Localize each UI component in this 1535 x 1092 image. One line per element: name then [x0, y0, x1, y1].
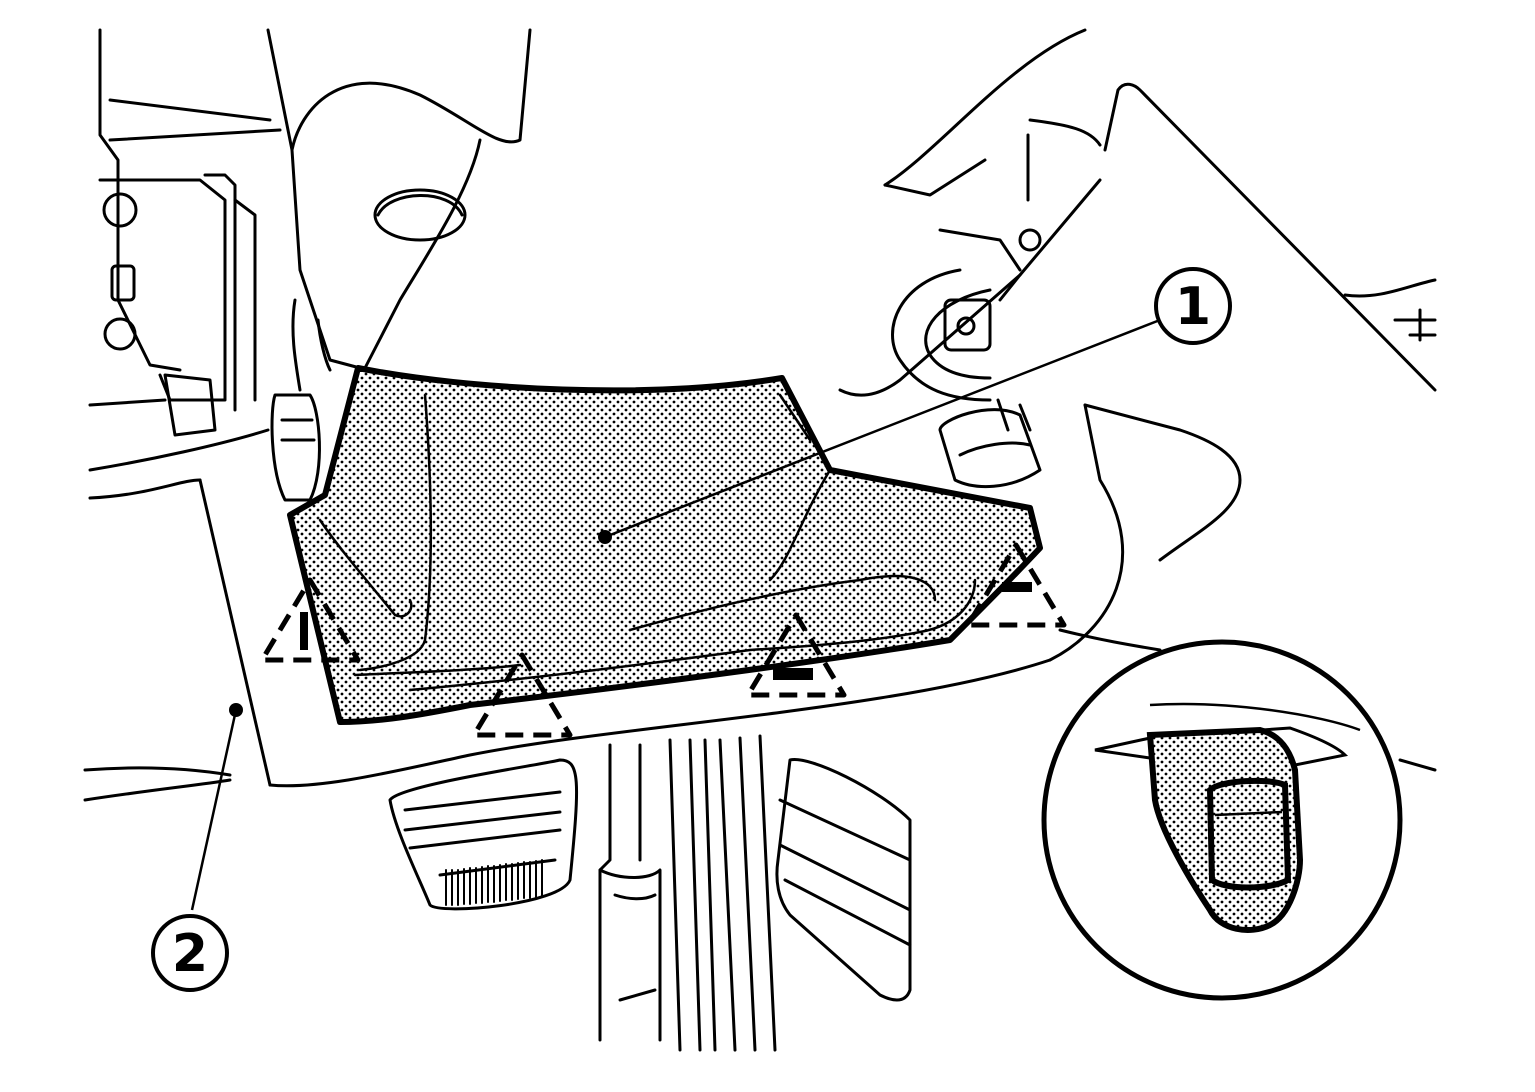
right-hose — [891, 268, 1042, 489]
steering-column-housing — [266, 28, 532, 370]
left-connector — [270, 298, 332, 502]
pedal-grip — [445, 859, 543, 906]
dashed-triangle-icon — [965, 542, 1067, 628]
leader-dot-1 — [598, 530, 612, 544]
dashed-triangle-icon — [745, 612, 847, 698]
left-bracket — [88, 28, 282, 437]
clip-slot — [1002, 582, 1032, 592]
instrument-lower-cover — [287, 365, 1043, 725]
clip-slot — [773, 668, 813, 680]
brake-pedal — [388, 758, 579, 911]
callout-2: 2 — [151, 914, 229, 992]
lower-instrument-panel — [83, 403, 1437, 802]
pedal-arm — [598, 734, 777, 1052]
clip-detail-magnifier-icon — [1041, 639, 1403, 1001]
leader-line-2 — [190, 709, 238, 911]
right-dash-panel — [838, 28, 1437, 397]
callout-1-label: 1 — [1175, 277, 1211, 337]
leader-dot-2 — [229, 703, 243, 717]
accelerator-pedal — [775, 758, 912, 1002]
clip-slot — [300, 612, 308, 650]
callout-1: 1 — [1154, 267, 1232, 345]
leader-line-1 — [604, 318, 1161, 539]
callout-2-label: 2 — [172, 924, 208, 984]
dashed-triangle-icon — [471, 652, 573, 738]
dashed-triangle-icon — [259, 577, 361, 663]
